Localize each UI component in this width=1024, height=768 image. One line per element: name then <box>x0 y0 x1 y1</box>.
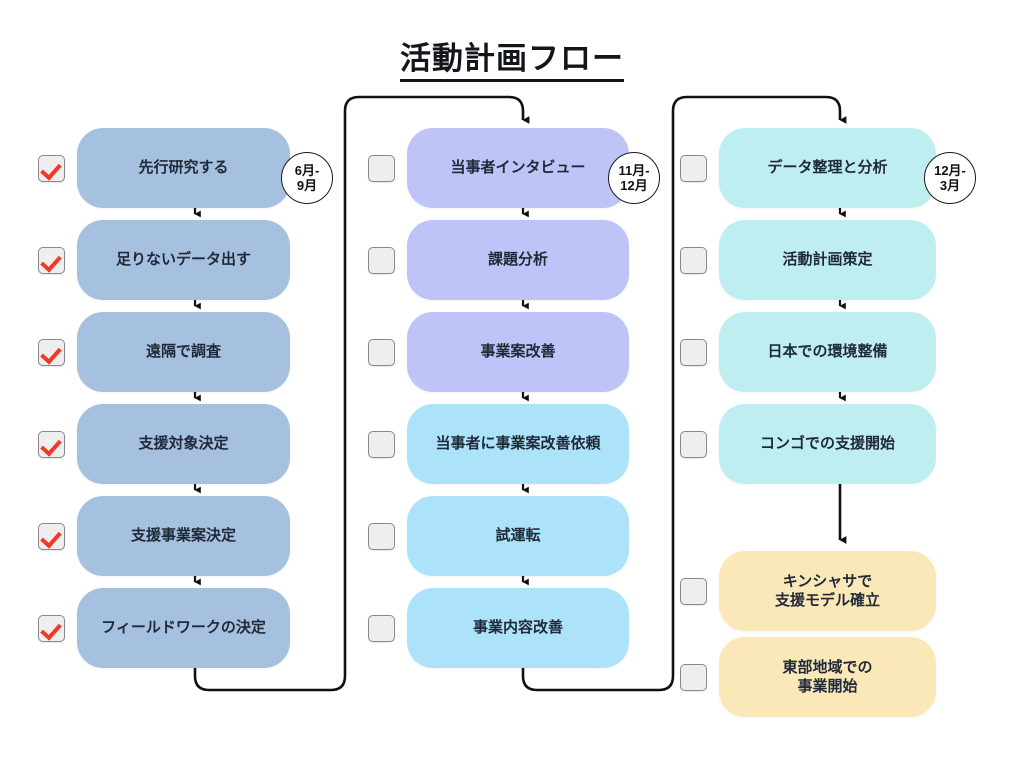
list-item[interactable]: 当事者に事業案改善依頼 <box>368 404 629 484</box>
checkbox-icon[interactable] <box>38 522 65 550</box>
checkbox-icon[interactable] <box>38 614 65 642</box>
step-node[interactable]: キンシャサで 支援モデル確立 <box>719 551 936 631</box>
list-item[interactable]: 東部地域での 事業開始 <box>680 637 936 717</box>
step-label: 当事者インタビュー <box>450 159 586 177</box>
checkbox-icon[interactable] <box>680 246 707 274</box>
step-label: キンシャサで 支援モデル確立 <box>774 572 880 609</box>
step-node[interactable]: データ整理と分析 <box>719 128 936 208</box>
step-label: フィールドワークの決定 <box>101 619 266 637</box>
list-item[interactable]: 日本での環境整備 <box>680 312 936 392</box>
step-label: 事業内容改善 <box>472 619 563 637</box>
list-item[interactable]: データ整理と分析 <box>680 128 936 208</box>
step-node[interactable]: 試運転 <box>407 496 629 576</box>
list-item[interactable]: 試運転 <box>368 496 629 576</box>
phase-1-period-badge: 6月- 9月 <box>281 152 333 204</box>
checkbox-icon[interactable] <box>368 614 395 642</box>
step-node[interactable]: 足りないデータ出す <box>77 220 290 300</box>
page-title-text: 活動計画フロー <box>400 41 624 82</box>
checkbox-icon[interactable] <box>680 663 707 691</box>
step-label: 遠隔で調査 <box>145 343 221 361</box>
step-node[interactable]: 東部地域での 事業開始 <box>719 637 936 717</box>
step-label: データ整理と分析 <box>767 159 888 177</box>
period-label: 12月- 3月 <box>934 162 966 193</box>
list-item[interactable]: 事業案改善 <box>368 312 629 392</box>
list-item[interactable]: 支援対象決定 <box>38 404 290 484</box>
checkbox-icon[interactable] <box>38 154 65 182</box>
step-node[interactable]: 事業案改善 <box>407 312 629 392</box>
step-node[interactable]: 課題分析 <box>407 220 629 300</box>
step-label: 活動計画策定 <box>782 251 873 269</box>
step-label: 当事者に事業案改善依頼 <box>435 435 601 453</box>
step-label: 試運転 <box>495 527 541 545</box>
list-item[interactable]: 活動計画策定 <box>680 220 936 300</box>
period-label: 11月- 12月 <box>618 162 650 193</box>
checkbox-icon[interactable] <box>38 338 65 366</box>
checkbox-icon[interactable] <box>680 430 707 458</box>
list-item[interactable]: 先行研究する <box>38 128 290 208</box>
step-label: 支援対象決定 <box>138 435 229 453</box>
checkbox-icon[interactable] <box>38 246 65 274</box>
step-node[interactable]: 事業内容改善 <box>407 588 629 668</box>
checkbox-icon[interactable] <box>368 338 395 366</box>
list-item[interactable]: 足りないデータ出す <box>38 220 290 300</box>
step-label: 日本での環境整備 <box>767 343 888 361</box>
checkbox-icon[interactable] <box>368 430 395 458</box>
checkbox-icon[interactable] <box>368 522 395 550</box>
list-item[interactable]: 当事者インタビュー <box>368 128 629 208</box>
checkbox-icon[interactable] <box>368 246 395 274</box>
list-item[interactable]: 課題分析 <box>368 220 629 300</box>
step-label: 東部地域での 事業開始 <box>782 658 873 695</box>
list-item[interactable]: キンシャサで 支援モデル確立 <box>680 551 936 631</box>
step-node[interactable]: コンゴでの支援開始 <box>719 404 936 484</box>
checkbox-icon[interactable] <box>680 338 707 366</box>
list-item[interactable]: 遠隔で調査 <box>38 312 290 392</box>
step-node[interactable]: 活動計画策定 <box>719 220 936 300</box>
step-node[interactable]: 先行研究する <box>77 128 290 208</box>
step-label: 先行研究する <box>138 159 229 177</box>
step-node[interactable]: フィールドワークの決定 <box>77 588 290 668</box>
list-item[interactable]: フィールドワークの決定 <box>38 588 290 668</box>
list-item[interactable]: 事業内容改善 <box>368 588 629 668</box>
checkbox-icon[interactable] <box>680 154 707 182</box>
step-label: 事業案改善 <box>480 343 556 361</box>
step-node[interactable]: 当事者に事業案改善依頼 <box>407 404 629 484</box>
step-node[interactable]: 当事者インタビュー <box>407 128 629 208</box>
phase-3-period-badge: 12月- 3月 <box>924 152 976 204</box>
list-item[interactable]: 支援事業案決定 <box>38 496 290 576</box>
phase-2-period-badge: 11月- 12月 <box>608 152 660 204</box>
page-title: 活動計画フロー <box>0 33 1024 82</box>
step-node[interactable]: 遠隔で調査 <box>77 312 290 392</box>
step-label: 足りないデータ出す <box>115 251 251 269</box>
checkbox-icon[interactable] <box>680 577 707 605</box>
checkbox-icon[interactable] <box>38 430 65 458</box>
step-node[interactable]: 支援対象決定 <box>77 404 290 484</box>
step-label: 支援事業案決定 <box>130 527 236 545</box>
step-label: コンゴでの支援開始 <box>759 435 895 453</box>
period-label: 6月- 9月 <box>294 162 320 193</box>
step-node[interactable]: 支援事業案決定 <box>77 496 290 576</box>
list-item[interactable]: コンゴでの支援開始 <box>680 404 936 484</box>
step-label: 課題分析 <box>487 251 548 269</box>
step-node[interactable]: 日本での環境整備 <box>719 312 936 392</box>
checkbox-icon[interactable] <box>368 154 395 182</box>
